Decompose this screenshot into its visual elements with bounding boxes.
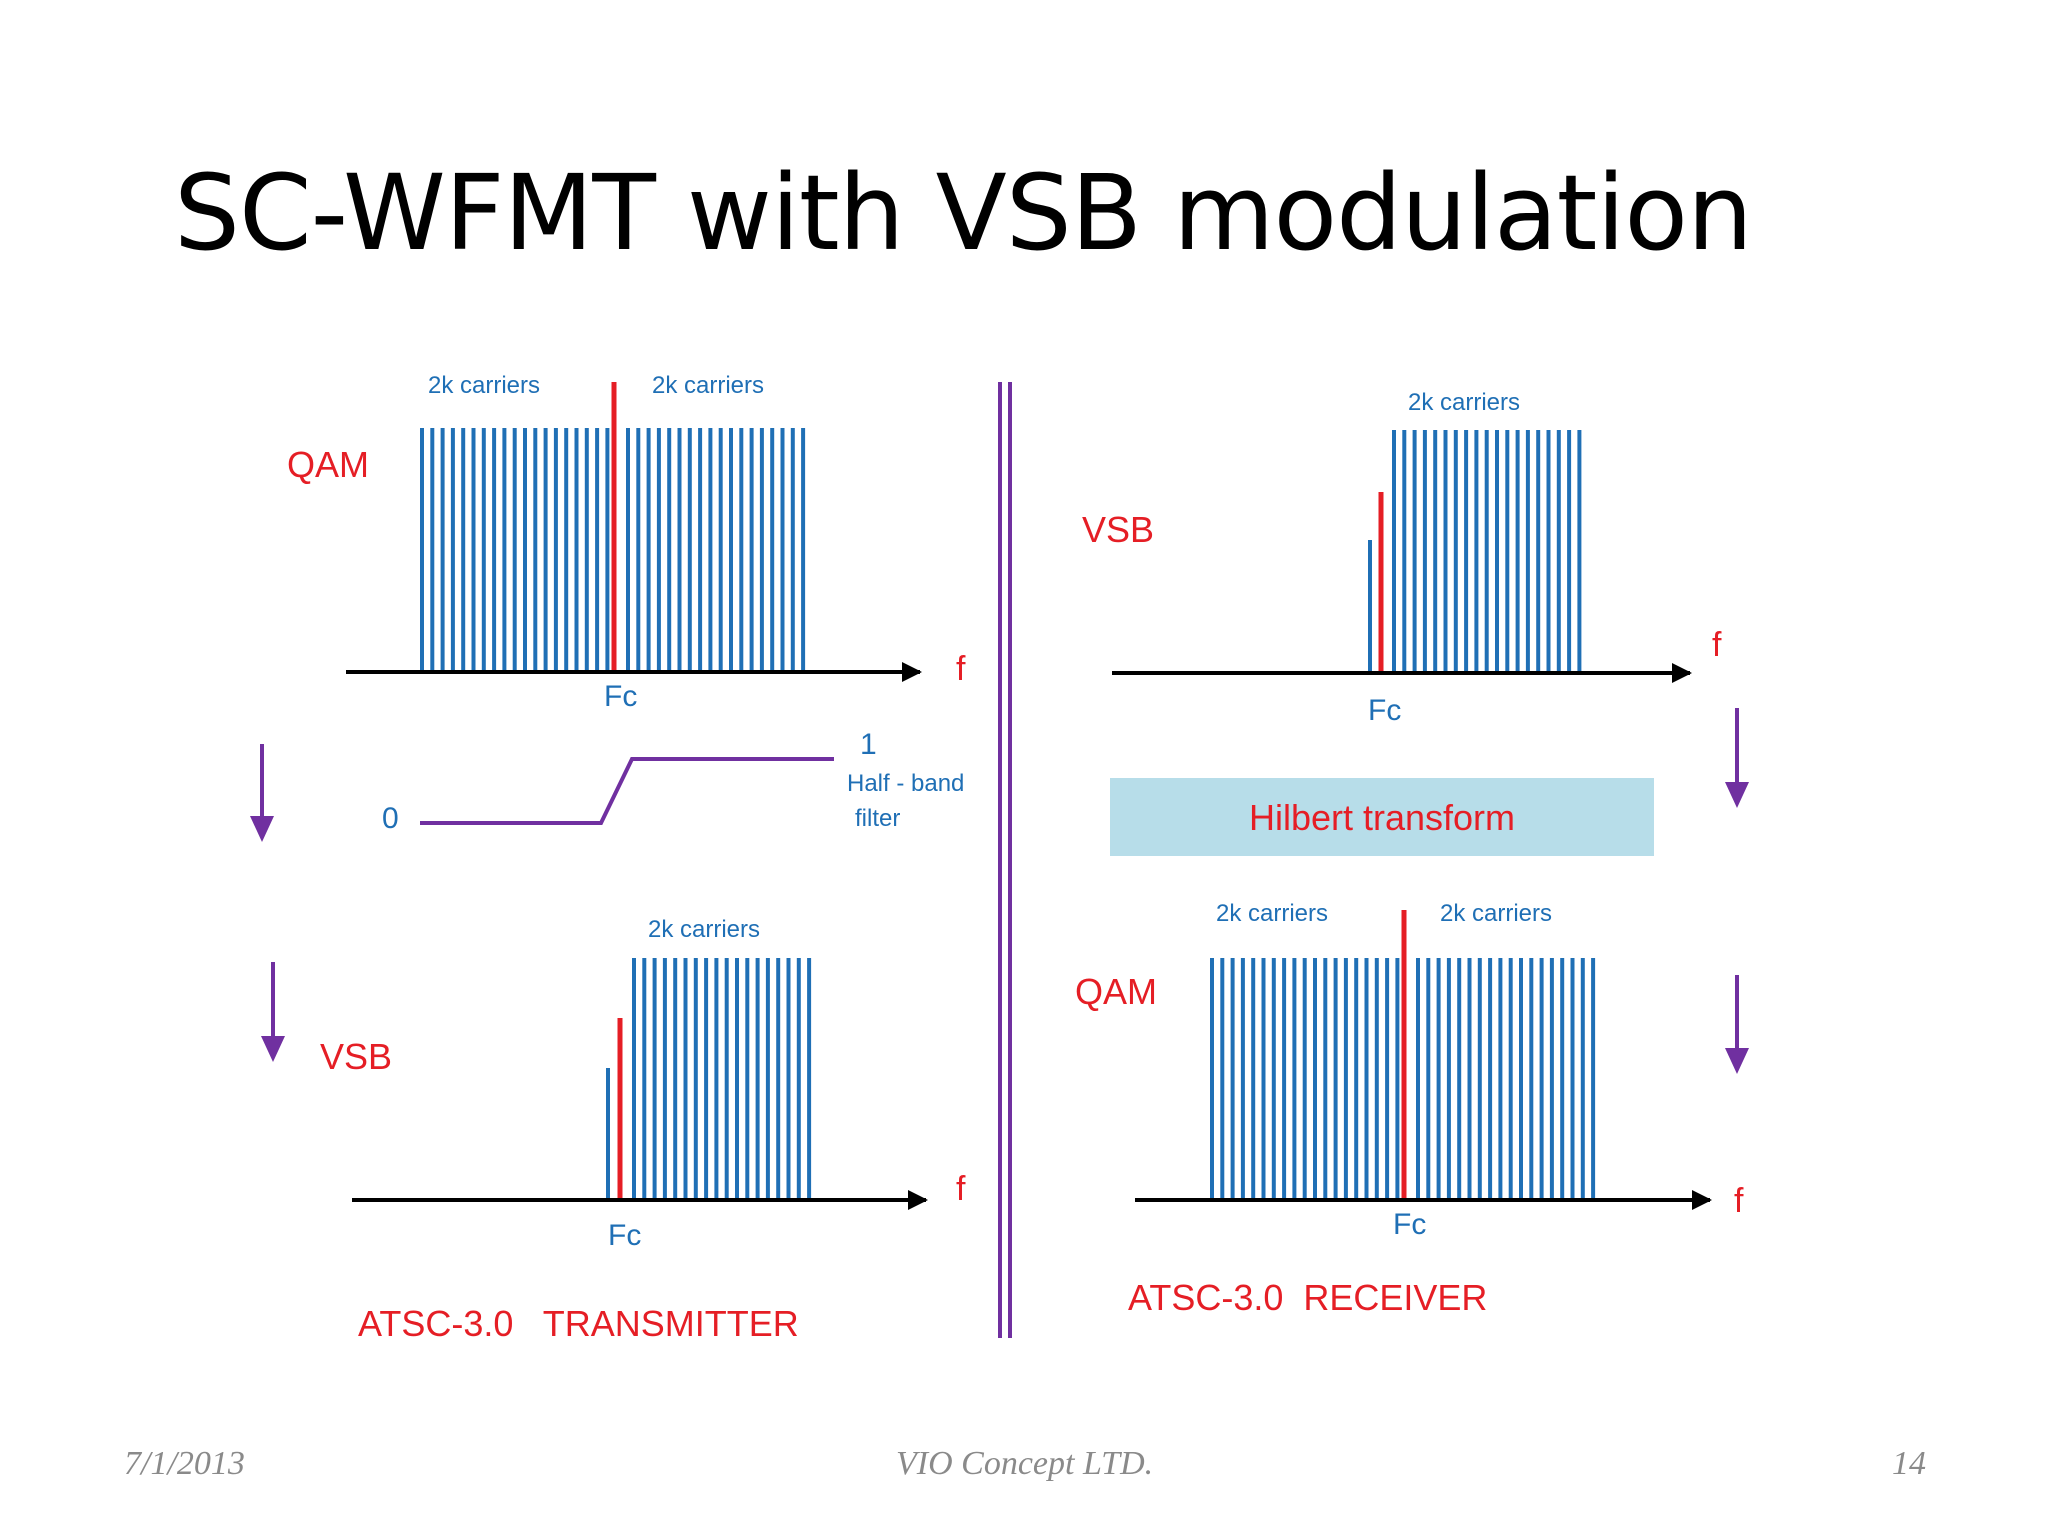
footer-date: 7/1/2013 [124,1445,245,1482]
receiver-vsb-carrier-group [1392,430,1582,673]
receiver-caption: ATSC-3.0 RECEIVER [1128,1277,1487,1318]
transmitter-vsb-carriers-label: 2k carriers [648,916,760,943]
hilbert-transform-box: Hilbert transform [1110,778,1654,856]
receiver-vsb-carriers-label: 2k carriers [1408,389,1520,416]
transmitter-flow-arrow-2 [261,962,285,1062]
receiver-vsb-label: VSB [1082,509,1154,550]
transmitter-vsb-label: VSB [320,1036,392,1077]
receiver-flow-arrow-1 [1725,708,1749,808]
transmitter-qam-label: QAM [287,444,369,485]
section-divider [998,382,1012,1338]
half-band-filter-panel: 0 1 Half - band filter [382,728,964,835]
receiver-qam-label: QAM [1075,971,1157,1012]
slide-title: SC-WFMT with VSB modulation [174,152,1753,274]
receiver-vsb-fc-label: Fc [1368,694,1401,727]
transmitter-qam-panel: QAM 2k carriers 2k carriers Fc f [287,372,966,713]
receiver-qam-carrier-group [1210,958,1596,1200]
hilbert-transform-label: Hilbert transform [1249,797,1515,838]
footer-company: VIO Concept LTD. [896,1445,1154,1482]
transmitter-qam-carrier-group [420,428,806,672]
transmitter-qam-right-carriers-label: 2k carriers [652,372,764,399]
transmitter-section: QAM 2k carriers 2k carriers Fc f 0 1 Hal… [250,372,966,1344]
receiver-vsb-panel: VSB 2k carriers Fc f [1082,389,1722,727]
transmitter-qam-fc-label: Fc [604,680,637,713]
filter-name-line1: Half - band [847,770,964,797]
receiver-qam-fc-label: Fc [1393,1208,1426,1241]
receiver-qam-axis-label: f [1734,1182,1744,1220]
transmitter-caption: ATSC-3.0 TRANSMITTER [358,1303,799,1344]
transmitter-flow-arrow-1 [250,744,274,842]
receiver-section: VSB 2k carriers Fc f Hilbert transform [1075,389,1749,1318]
transmitter-vsb-axis-label: f [956,1170,966,1208]
half-band-filter-curve [420,757,834,825]
transmitter-vsb-fc-label: Fc [608,1219,641,1252]
receiver-qam-right-carriers-label: 2k carriers [1440,900,1552,927]
filter-low-level-label: 0 [382,802,399,835]
filter-high-level-label: 1 [860,728,877,761]
transmitter-vsb-carrier-group [632,958,812,1200]
receiver-qam-panel: QAM 2k carriers 2k carriers Fc f [1075,900,1744,1241]
receiver-vsb-axis-label: f [1712,626,1722,664]
receiver-flow-arrow-2 [1725,975,1749,1074]
receiver-qam-left-carriers-label: 2k carriers [1216,900,1328,927]
transmitter-qam-axis-label: f [956,650,966,688]
transmitter-qam-left-carriers-label: 2k carriers [428,372,540,399]
transmitter-vsb-panel: VSB 2k carriers Fc f [320,916,966,1252]
footer-page-number: 14 [1892,1445,1926,1482]
filter-name-line2: filter [855,805,900,832]
